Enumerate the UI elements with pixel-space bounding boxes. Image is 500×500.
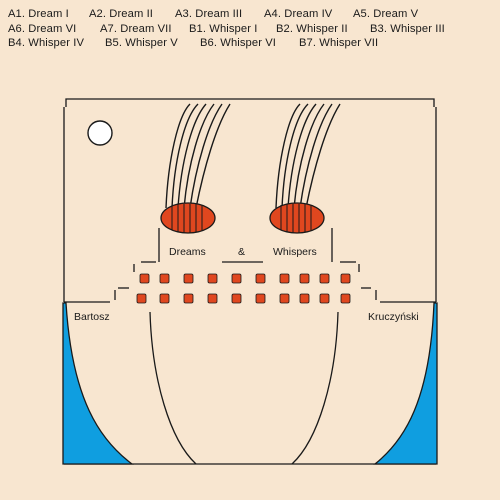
track-b2: B2. Whisper II — [276, 22, 348, 35]
orange-square — [299, 293, 310, 304]
track-a7: A7. Dream VII — [100, 22, 172, 35]
track-a3: A3. Dream III — [175, 8, 243, 20]
track-b6: B6. Whisper VI — [200, 37, 277, 49]
orange-square — [255, 273, 266, 284]
track-a1: A1. Dream I — [8, 8, 69, 20]
whispers-label: Whispers — [273, 246, 317, 258]
track-b7: B7. Whisper VII — [299, 37, 379, 49]
left-strands — [165, 103, 231, 209]
orange-squares — [136, 273, 351, 304]
orange-square — [319, 293, 330, 304]
orange-square — [279, 293, 290, 304]
stage-structure — [64, 228, 436, 303]
orange-square — [319, 273, 330, 284]
track-a4: A4. Dream IV — [264, 8, 333, 20]
orange-square — [139, 273, 150, 284]
orange-square — [231, 293, 242, 304]
right-orange-oval — [269, 202, 325, 234]
orange-square — [207, 293, 218, 304]
left-name-label: Bartosz — [74, 311, 110, 323]
orange-square — [159, 273, 170, 284]
orange-square — [136, 293, 147, 304]
ampersand-label: & — [238, 246, 245, 258]
left-blue-wedge — [62, 302, 134, 465]
right-name-label: Kruczyński — [368, 311, 419, 323]
track-b3: B3. Whisper III — [370, 22, 445, 35]
dreams-label: Dreams — [169, 246, 206, 258]
orange-square — [255, 293, 266, 304]
orange-square — [279, 273, 290, 284]
right-blue-wedge — [373, 302, 438, 465]
right-strands — [275, 103, 341, 209]
track-b5: B5. Whisper V — [105, 37, 178, 49]
orange-square — [183, 293, 194, 304]
left-orange-oval — [160, 202, 216, 234]
track-a5: A5. Dream V — [353, 8, 419, 20]
orange-square — [159, 293, 170, 304]
orange-square — [183, 273, 194, 284]
frame-lines — [63, 98, 437, 465]
orange-square — [299, 273, 310, 284]
orange-square — [340, 293, 351, 304]
track-b4: B4. Whisper IV — [8, 37, 85, 49]
track-b1: B1. Whisper I — [189, 22, 258, 35]
track-a6: A6. Dream VI — [8, 22, 77, 35]
long-curves — [149, 311, 339, 465]
orange-square — [207, 273, 218, 284]
orange-square — [340, 273, 351, 284]
track-a2: A2. Dream II — [89, 8, 153, 20]
orange-square — [231, 273, 242, 284]
white-circle — [87, 120, 113, 146]
